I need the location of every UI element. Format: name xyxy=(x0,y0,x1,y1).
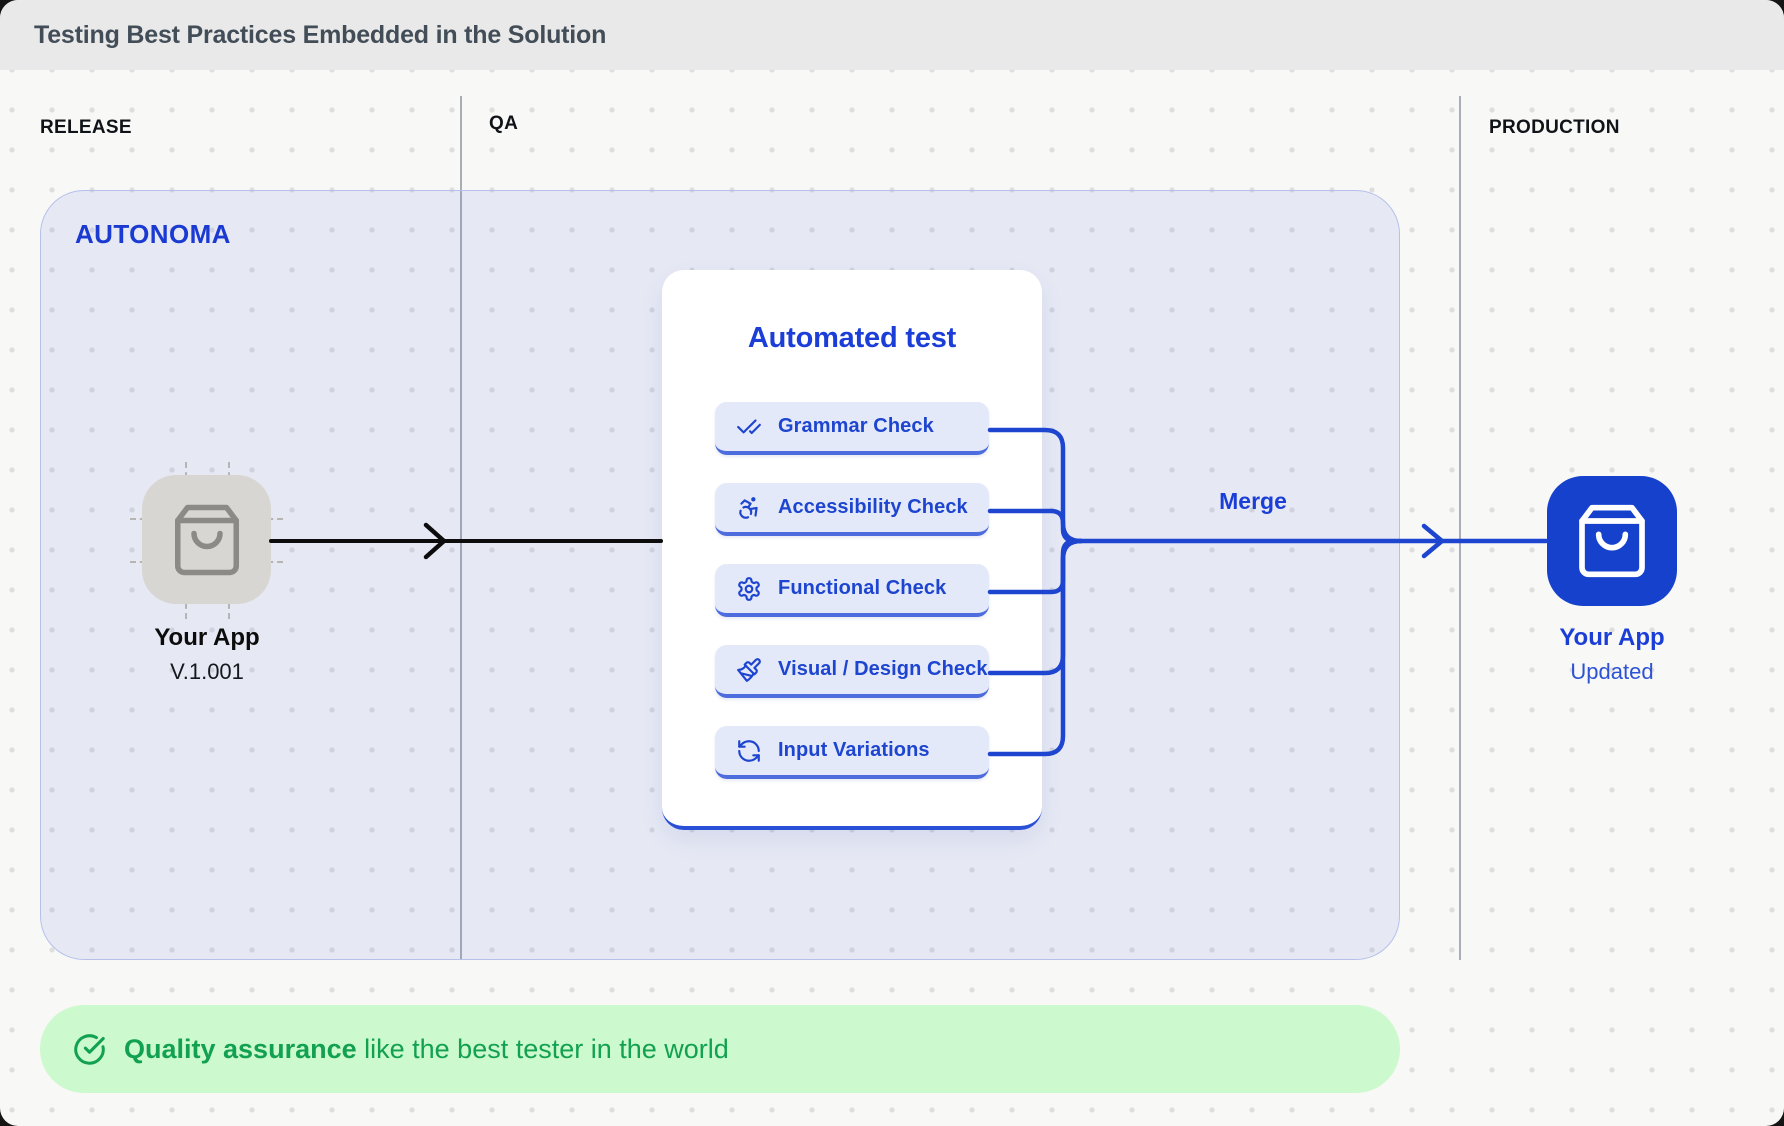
check-item-accessibility: Accessibility Check xyxy=(715,483,989,536)
gear-icon xyxy=(738,576,760,601)
qa-column-divider xyxy=(460,96,462,960)
release-app-name: Your App xyxy=(154,624,260,651)
banner-text: Quality assurance like the best tester i… xyxy=(124,1034,729,1065)
check-item-label: Grammar Check xyxy=(778,415,934,437)
check-item-label: Visual / Design Check xyxy=(778,658,988,680)
quality-assurance-banner: Quality assurance like the best tester i… xyxy=(40,1005,1400,1093)
check-circle-icon xyxy=(74,1033,105,1065)
column-label-qa: QA xyxy=(489,113,519,134)
production-app-icon xyxy=(1547,476,1677,606)
production-column-divider xyxy=(1459,96,1461,960)
refresh-icon xyxy=(738,739,760,762)
paintbrush-icon xyxy=(737,657,761,682)
production-app-status: Updated xyxy=(1570,659,1654,684)
check-item-input-variations: Input Variations xyxy=(715,726,989,779)
autonoma-label: AUTONOMA xyxy=(75,219,231,249)
production-app-name: Your App xyxy=(1559,624,1665,651)
check-item-label: Accessibility Check xyxy=(778,496,968,518)
check-item-grammar: Grammar Check xyxy=(715,402,989,455)
shopping-bag-icon xyxy=(174,504,239,575)
banner-text-bold: Quality assurance xyxy=(124,1033,357,1064)
release-app-version: V.1.001 xyxy=(170,659,244,684)
check-check-icon xyxy=(737,418,761,434)
release-app-icon xyxy=(142,475,271,604)
automated-test-title: Automated test xyxy=(747,322,957,354)
shopping-bag-icon xyxy=(1579,504,1645,578)
merge-label: Merge xyxy=(1219,488,1287,514)
header-bar: Testing Best Practices Embedded in the S… xyxy=(0,0,1784,70)
column-label-production: PRODUCTION xyxy=(1489,117,1620,138)
check-item-label: Functional Check xyxy=(778,577,947,599)
column-label-release: RELEASE xyxy=(40,117,132,138)
page-title: Testing Best Practices Embedded in the S… xyxy=(34,21,607,49)
accessibility-icon xyxy=(739,496,758,519)
check-item-functional: Functional Check xyxy=(715,564,989,617)
check-item-visual-design: Visual / Design Check xyxy=(715,645,989,698)
banner-text-rest: like the best tester in the world xyxy=(356,1033,729,1064)
check-item-label: Input Variations xyxy=(778,739,930,761)
